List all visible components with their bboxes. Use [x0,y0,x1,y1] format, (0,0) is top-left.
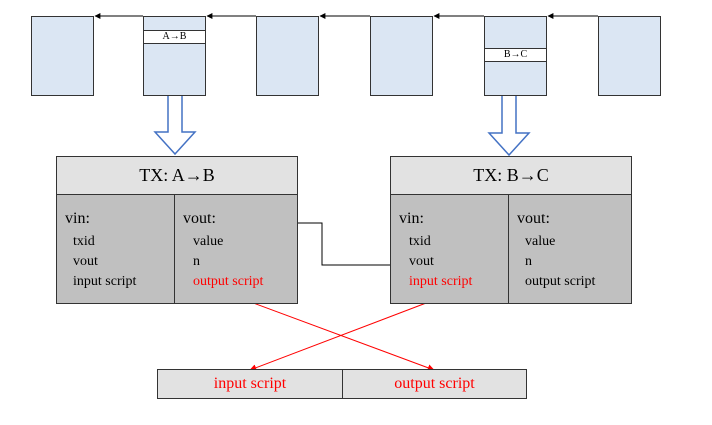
tx-bc-vout: vout: value n output script [509,194,631,303]
block-with-tx-bc: B→C [484,16,547,96]
vout-output-script: output script [525,274,596,289]
block [598,16,661,96]
vin-txid: txid [409,234,431,249]
vout-value: value [525,234,556,249]
vin-input-script: input script [409,274,473,289]
vin-title: vin: [65,210,90,227]
vout-output-script: output script [193,274,264,289]
block-tx-ab-label: A→B [143,30,206,44]
block [370,16,433,96]
vout-n: n [193,254,200,269]
tx-bc-title: TX: B→C [391,157,631,195]
vout-value: value [193,234,224,249]
tx-bc-box: TX: B→C vin: txid vout input script vout… [390,156,632,304]
vin-title: vin: [399,210,424,227]
vin-vout: vout [409,254,434,269]
vout-title: vout: [183,210,216,227]
vin-txid: txid [73,234,95,249]
vout-n: n [525,254,532,269]
vin-vout: vout [73,254,98,269]
block-with-tx-ab: A→B [143,16,206,96]
block [31,16,94,96]
tx-bc-vin: vin: txid vout input script [391,194,509,303]
tx-ab-box: TX: A→B vin: txid vout input script vout… [56,156,298,304]
vin-input-script: input script [73,274,137,289]
block-tx-bc-label: B→C [484,48,547,62]
tx-ab-title: TX: A→B [57,157,297,195]
input-script-cell: input script [157,369,343,399]
vout-title: vout: [517,210,550,227]
output-script-cell: output script [342,369,527,399]
input-to-script-arrow [249,299,435,372]
tx-ab-vout: vout: value n output script [175,194,297,303]
block [256,16,319,96]
tx-ab-vin: vin: txid vout input script [57,194,175,303]
